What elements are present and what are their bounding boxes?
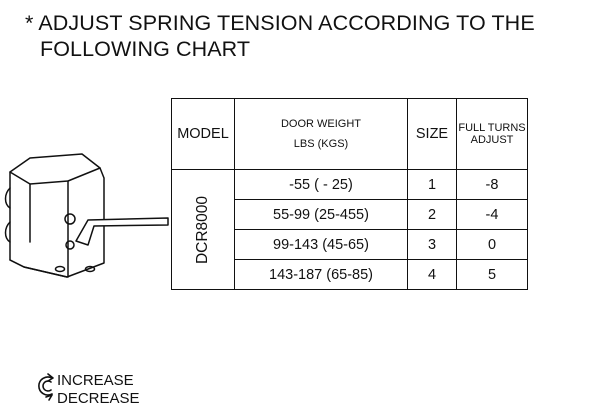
header-size: SIZE: [407, 98, 457, 170]
size-cell: 3: [407, 229, 457, 260]
header-row: MODEL DOOR WEIGHT LBS (KGS) SIZE FULL TU…: [171, 98, 528, 170]
weight-cell: 55-99 (25-455): [234, 199, 408, 230]
instruction-title: * ADJUST SPRING TENSION ACCORDING TO THE…: [25, 10, 535, 62]
turns-cell: -4: [456, 199, 528, 230]
size-cell: 2: [407, 199, 457, 230]
weight-cell: -55 ( - 25): [234, 169, 408, 200]
title-line-2: FOLLOWING CHART: [40, 37, 251, 61]
table-row: 143-187 (65-85) 4 5: [172, 259, 528, 290]
spring-tension-chart: MODEL DOOR WEIGHT LBS (KGS) SIZE FULL TU…: [171, 98, 528, 290]
turns-cell: 5: [456, 259, 528, 290]
header-full-turns-line1: FULL TURNS: [458, 122, 526, 134]
header-door-weight-line1: DOOR WEIGHT: [280, 118, 362, 130]
size-cell: 4: [407, 259, 457, 290]
rotation-legend: INCREASE DECREASE: [57, 372, 140, 408]
header-door-weight-line2: LBS (KGS): [293, 138, 349, 150]
model-name: DCR8000: [194, 195, 211, 264]
legend-decrease-label: DECREASE: [57, 390, 140, 407]
turns-cell: -8: [456, 169, 528, 200]
weight-cell: 143-187 (65-85): [234, 259, 408, 290]
weight-cell: 99-143 (45-65): [234, 229, 408, 260]
header-model: MODEL: [171, 98, 235, 170]
title-line-1: * ADJUST SPRING TENSION ACCORDING TO THE: [25, 11, 535, 35]
size-cell: 1: [407, 169, 457, 200]
header-door-weight: DOOR WEIGHT LBS (KGS): [234, 98, 408, 170]
table-row: DCR8000 -55 ( - 25) 1 -8: [171, 169, 528, 290]
header-full-turns: FULL TURNS ADJUST: [456, 98, 528, 170]
door-closer-body-illustration: [4, 153, 169, 278]
header-full-turns-line2: ADJUST: [470, 134, 514, 146]
rotate-arrows-icon: [38, 373, 54, 401]
legend-increase-label: INCREASE: [57, 372, 134, 389]
turns-cell: 0: [456, 229, 528, 260]
model-cell: DCR8000: [171, 169, 235, 290]
